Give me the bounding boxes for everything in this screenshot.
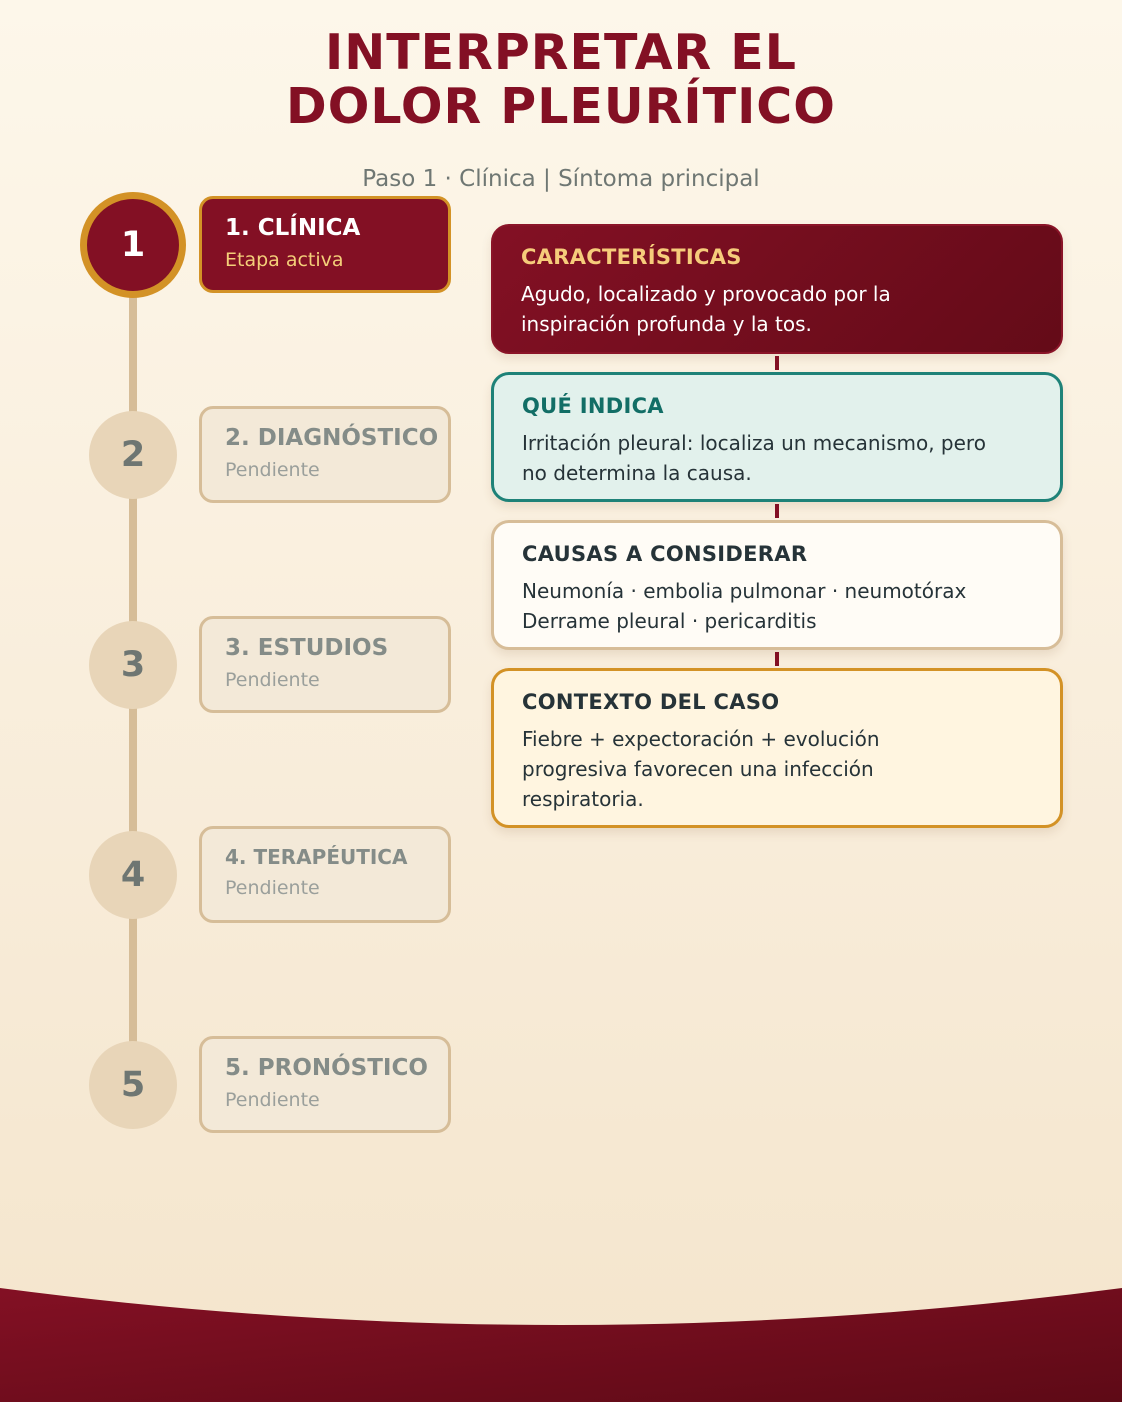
stage-title: 4. TERAPÉUTICA [225, 845, 408, 869]
step-circle-3[interactable]: 3 [89, 621, 177, 709]
card-body: Neumonía · embolia pulmonar · neumotórax… [522, 579, 967, 633]
stage-status: Pendiente [225, 669, 320, 691]
card-heading: QUÉ INDICA [522, 394, 664, 418]
footer-wave [0, 1288, 1122, 1402]
step-circle-4[interactable]: 4 [89, 831, 177, 919]
stage-status: Pendiente [225, 877, 320, 899]
card-body: Irritación pleural: localiza un mecanism… [522, 431, 986, 485]
card-body: Fiebre + expectoración + evolución progr… [522, 727, 880, 811]
stage-title: 5. PRONÓSTICO [225, 1055, 428, 1081]
card-que-indica: QUÉ INDICA Irritación pleural: localiza … [491, 372, 1063, 502]
card-body: Agudo, localizado y provocado por la ins… [521, 282, 891, 336]
card-heading: CAUSAS A CONSIDERAR [522, 542, 808, 566]
stage-card-clinica[interactable]: 1. CLÍNICA Etapa activa [199, 196, 451, 293]
step-circle-2[interactable]: 2 [89, 411, 177, 499]
step-circle-1[interactable]: 1 [80, 192, 186, 298]
page-subtitle: Paso 1 · Clínica | Síntoma principal [362, 166, 760, 192]
stage-status: Pendiente [225, 459, 320, 481]
page-title: INTERPRETAR EL DOLOR PLEURÍTICO [286, 24, 836, 135]
stage-title: 1. CLÍNICA [225, 215, 361, 241]
card-contexto: CONTEXTO DEL CASO Fiebre + expectoración… [491, 668, 1063, 828]
card-heading: CONTEXTO DEL CASO [522, 690, 780, 714]
card-heading: CARACTERÍSTICAS [521, 245, 742, 269]
stage-status: Etapa activa [225, 249, 344, 271]
stage-status: Pendiente [225, 1089, 320, 1111]
stage-card-pronostico[interactable]: 5. PRONÓSTICO Pendiente [199, 1036, 451, 1133]
card-caracteristicas: CARACTERÍSTICAS Agudo, localizado y prov… [491, 224, 1063, 354]
card-connector [775, 652, 779, 666]
card-causas: CAUSAS A CONSIDERAR Neumonía · embolia p… [491, 520, 1063, 650]
step-circle-5[interactable]: 5 [89, 1041, 177, 1129]
stage-card-estudios[interactable]: 3. ESTUDIOS Pendiente [199, 616, 451, 713]
card-connector [775, 504, 779, 518]
card-connector [775, 356, 779, 370]
stage-title: 2. DIAGNÓSTICO [225, 425, 439, 451]
stage-title: 3. ESTUDIOS [225, 635, 389, 661]
stage-card-terapeutica[interactable]: 4. TERAPÉUTICA Pendiente [199, 826, 451, 923]
stage-card-diagnostico[interactable]: 2. DIAGNÓSTICO Pendiente [199, 406, 451, 503]
